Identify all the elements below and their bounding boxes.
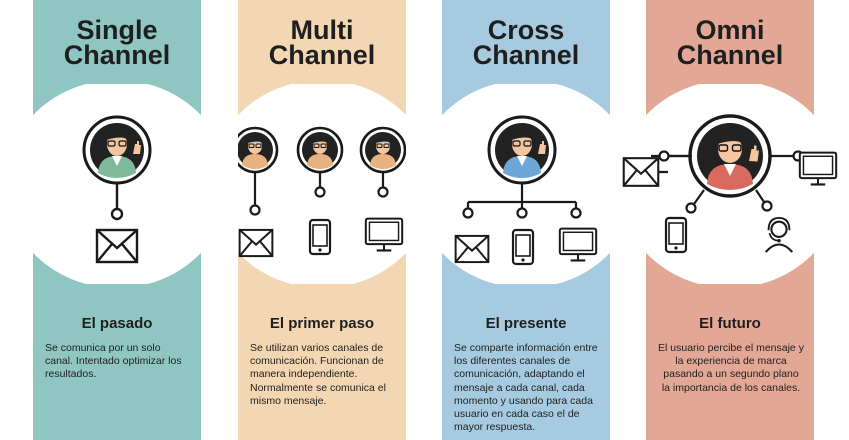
column-title: Multi Channel <box>238 15 406 70</box>
column-omni-channel: Omni Channel <box>646 0 814 440</box>
column-title: Single Channel <box>33 15 201 70</box>
title-line-1: Omni <box>695 15 765 45</box>
user-avatar <box>296 126 344 174</box>
user-avatar <box>359 126 406 174</box>
user-avatar <box>82 115 152 185</box>
title-line-2: Channel <box>472 40 580 70</box>
title-line-2: Channel <box>63 40 171 70</box>
column-title: Omni Channel <box>646 15 814 70</box>
title-line-2: Channel <box>676 40 784 70</box>
title-line-2: Channel <box>268 40 376 70</box>
column-description: Se comparte información entre los difere… <box>454 342 598 434</box>
mail-icon <box>95 228 139 264</box>
user-avatar <box>688 114 772 198</box>
diagram-band <box>33 84 201 284</box>
column-description: Se comunica por un solo canal. Intentado… <box>45 342 182 381</box>
phone-icon <box>511 228 535 266</box>
mail-icon <box>454 234 490 264</box>
column-multi-channel: Multi Channel <box>238 0 406 440</box>
diagram-band <box>238 84 406 284</box>
column-subtitle: El primer paso <box>269 315 375 332</box>
column-title: Cross Channel <box>442 15 610 70</box>
column-description: El usuario percibe el mensaje y la exper… <box>658 342 804 394</box>
column-description: Se utilizan varios canales de comunicaci… <box>250 342 386 407</box>
user-avatar <box>487 115 557 185</box>
column-subtitle: El presente <box>485 315 567 332</box>
column-single-channel: Single Channel El pasado Se comunica por… <box>33 0 201 440</box>
mail-icon <box>238 228 274 258</box>
phone-icon <box>664 216 688 254</box>
column-cross-channel: Cross Channel <box>442 0 610 440</box>
title-line-1: Single <box>76 15 158 45</box>
title-line-1: Multi <box>290 15 354 45</box>
column-subtitle: El pasado <box>81 315 153 332</box>
title-line-1: Cross <box>487 15 565 45</box>
diagram-band <box>442 84 610 284</box>
column-subtitle: El futuro <box>699 315 761 332</box>
diagram-band <box>646 84 814 284</box>
user-avatar <box>238 126 279 174</box>
phone-icon <box>308 218 332 256</box>
